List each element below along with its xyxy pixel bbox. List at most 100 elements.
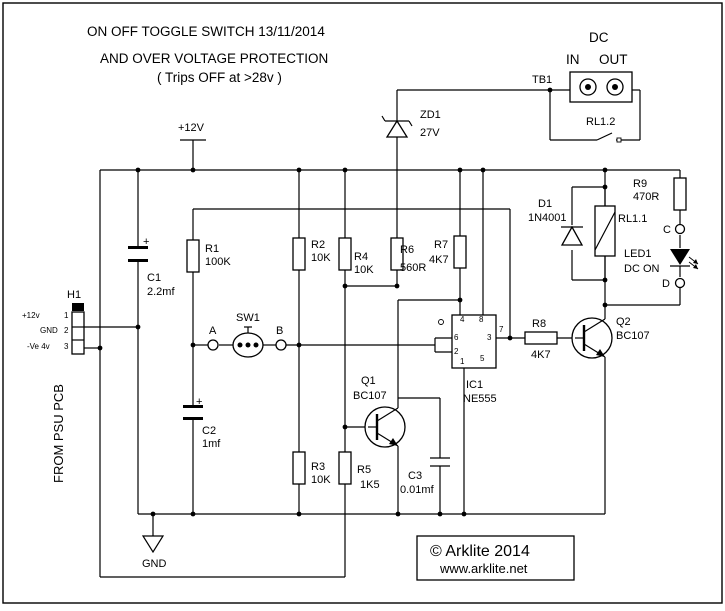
r8-val: 4K7 [531,349,551,361]
d1-val: 1N4001 [528,212,567,224]
sw1-a: A [209,325,217,337]
ic1-ref: IC1 [466,379,483,391]
r2-val: 10K [311,252,331,264]
connector-ref: H1 [67,289,81,301]
c1-ref: C1 [147,272,161,284]
resistor-r9: R9 470R [633,177,687,211]
ic1-pin2: 2 [454,347,459,356]
q1-ref: Q1 [361,375,376,387]
c3-val: 0.01mf [400,484,435,496]
resistor-r6: R6 560R [390,237,426,274]
ic1-pin1: 1 [460,357,465,366]
credit-box: © Arklite 2014 www.arklite.net [416,535,575,581]
ic1-pin8: 8 [479,315,484,324]
pin1-label: +12v [22,311,40,320]
r8-ref: R8 [532,318,546,330]
svg-text:+: + [196,396,202,408]
dc-title: DC [589,30,609,45]
r9-val: 470R [633,191,659,203]
capacitor-c1: + C1 2.2mf [128,236,175,298]
r7-val: 4K7 [429,254,449,266]
r9-ref: R9 [633,178,647,190]
pin3-label: -Ve 4v [27,342,50,351]
pin3-num: 3 [64,342,69,351]
resistor-r4: R4 10K [338,237,374,276]
copyright-text: © Arklite 2014 [430,543,530,560]
switch-sw1: A B SW1 [207,312,287,358]
ic1-pin5: 5 [480,354,485,363]
title-line3: ( Trips OFF at >28v ) [157,70,282,85]
zd1-val: 27V [420,127,440,139]
ic1-pin3: 3 [487,333,492,342]
c2-ref: C2 [202,425,216,437]
c2-val: 1mf [202,438,221,450]
psu-side-label: FROM PSU PCB [51,384,66,483]
pin2-num: 2 [64,326,69,335]
r2-ref: R2 [311,239,325,251]
rl1-ref: RL1.1 [618,213,647,225]
r6-ref: R6 [400,244,414,256]
q2-ref: Q2 [616,316,631,328]
dc-out: OUT [599,52,628,67]
resistor-r3: R3 10K [292,451,331,486]
wiring [84,89,681,578]
r4-ref: R4 [354,251,368,263]
ic1-pin6: 6 [454,333,459,342]
relay-coil-rl1: RL1.1 [594,187,647,280]
r6-val: 560R [400,262,426,274]
r1-ref: R1 [205,243,219,255]
transistor-q1: Q1 BC107 [353,375,406,458]
sw1-ref: SW1 [236,312,260,324]
d1-ref: D1 [538,198,552,210]
zener-zd1: ZD1 27V [381,109,441,139]
resistor-r7: R7 4K7 [429,235,467,269]
connector-h1: H1 +12v 1 GND 2 -Ve 4v 3 FROM PSU PCB [22,289,85,483]
led1-d: D [662,278,670,290]
r4-val: 10K [354,264,374,276]
title-line1: ON OFF TOGGLE SWITCH 13/11/2014 [87,24,325,39]
c3-ref: C3 [408,470,422,482]
gnd-label: GND [142,558,167,570]
supply-12v-label: +12V [178,122,205,134]
r1-val: 100K [205,256,231,268]
sw1-b: B [276,325,283,337]
q1-val: BC107 [353,390,387,402]
website-url: www.arklite.net [439,561,528,576]
capacitor-c3: C3 0.01mf [400,457,450,496]
capacitor-c2: + C2 1mf [183,396,221,450]
ic1-pin7: 7 [499,325,504,334]
ic1-pin4: 4 [460,315,465,324]
ground-symbol: GND [141,535,167,570]
r5-val: 1K5 [360,479,380,491]
junction-dots [97,87,608,517]
c1-val: 2.2mf [147,286,175,298]
title-block: ON OFF TOGGLE SWITCH 13/11/2014 AND OVER… [87,24,328,85]
led1-c: C [663,224,671,236]
led1: C D LED1 DC ON [624,223,699,290]
pin2-label: GND [40,326,58,335]
tb1-ref: TB1 [532,74,552,86]
ic1-val: NE555 [463,393,497,405]
zd1-ref: ZD1 [420,109,441,121]
r3-ref: R3 [311,461,325,473]
resistor-r8: R8 4K7 [524,318,558,361]
dc-in: IN [566,52,580,67]
transistor-q2: Q2 BC107 [571,305,650,370]
q2-val: BC107 [616,330,650,342]
svg-text:+: + [143,236,149,248]
r5-ref: R5 [357,464,371,476]
title-line2: AND OVER VOLTAGE PROTECTION [100,51,328,66]
r7-ref: R7 [434,239,448,251]
resistor-r1: R1 100K [186,239,231,273]
r3-val: 10K [311,474,331,486]
resistor-r2: R2 10K [292,237,331,271]
connector-body [71,311,85,355]
led1-ref: LED1 [624,248,652,260]
led1-val: DC ON [624,263,660,275]
rl12-ref: RL1.2 [586,116,615,128]
resistor-r5: R5 1K5 [338,451,380,491]
ic1-ne555: 4 8 6 2 3 5 1 7 IC1 NE555 [438,314,504,405]
dc-terminal-block: DC IN OUT TB1 RL1.2 [532,30,633,143]
pin1-num: 1 [64,311,69,320]
